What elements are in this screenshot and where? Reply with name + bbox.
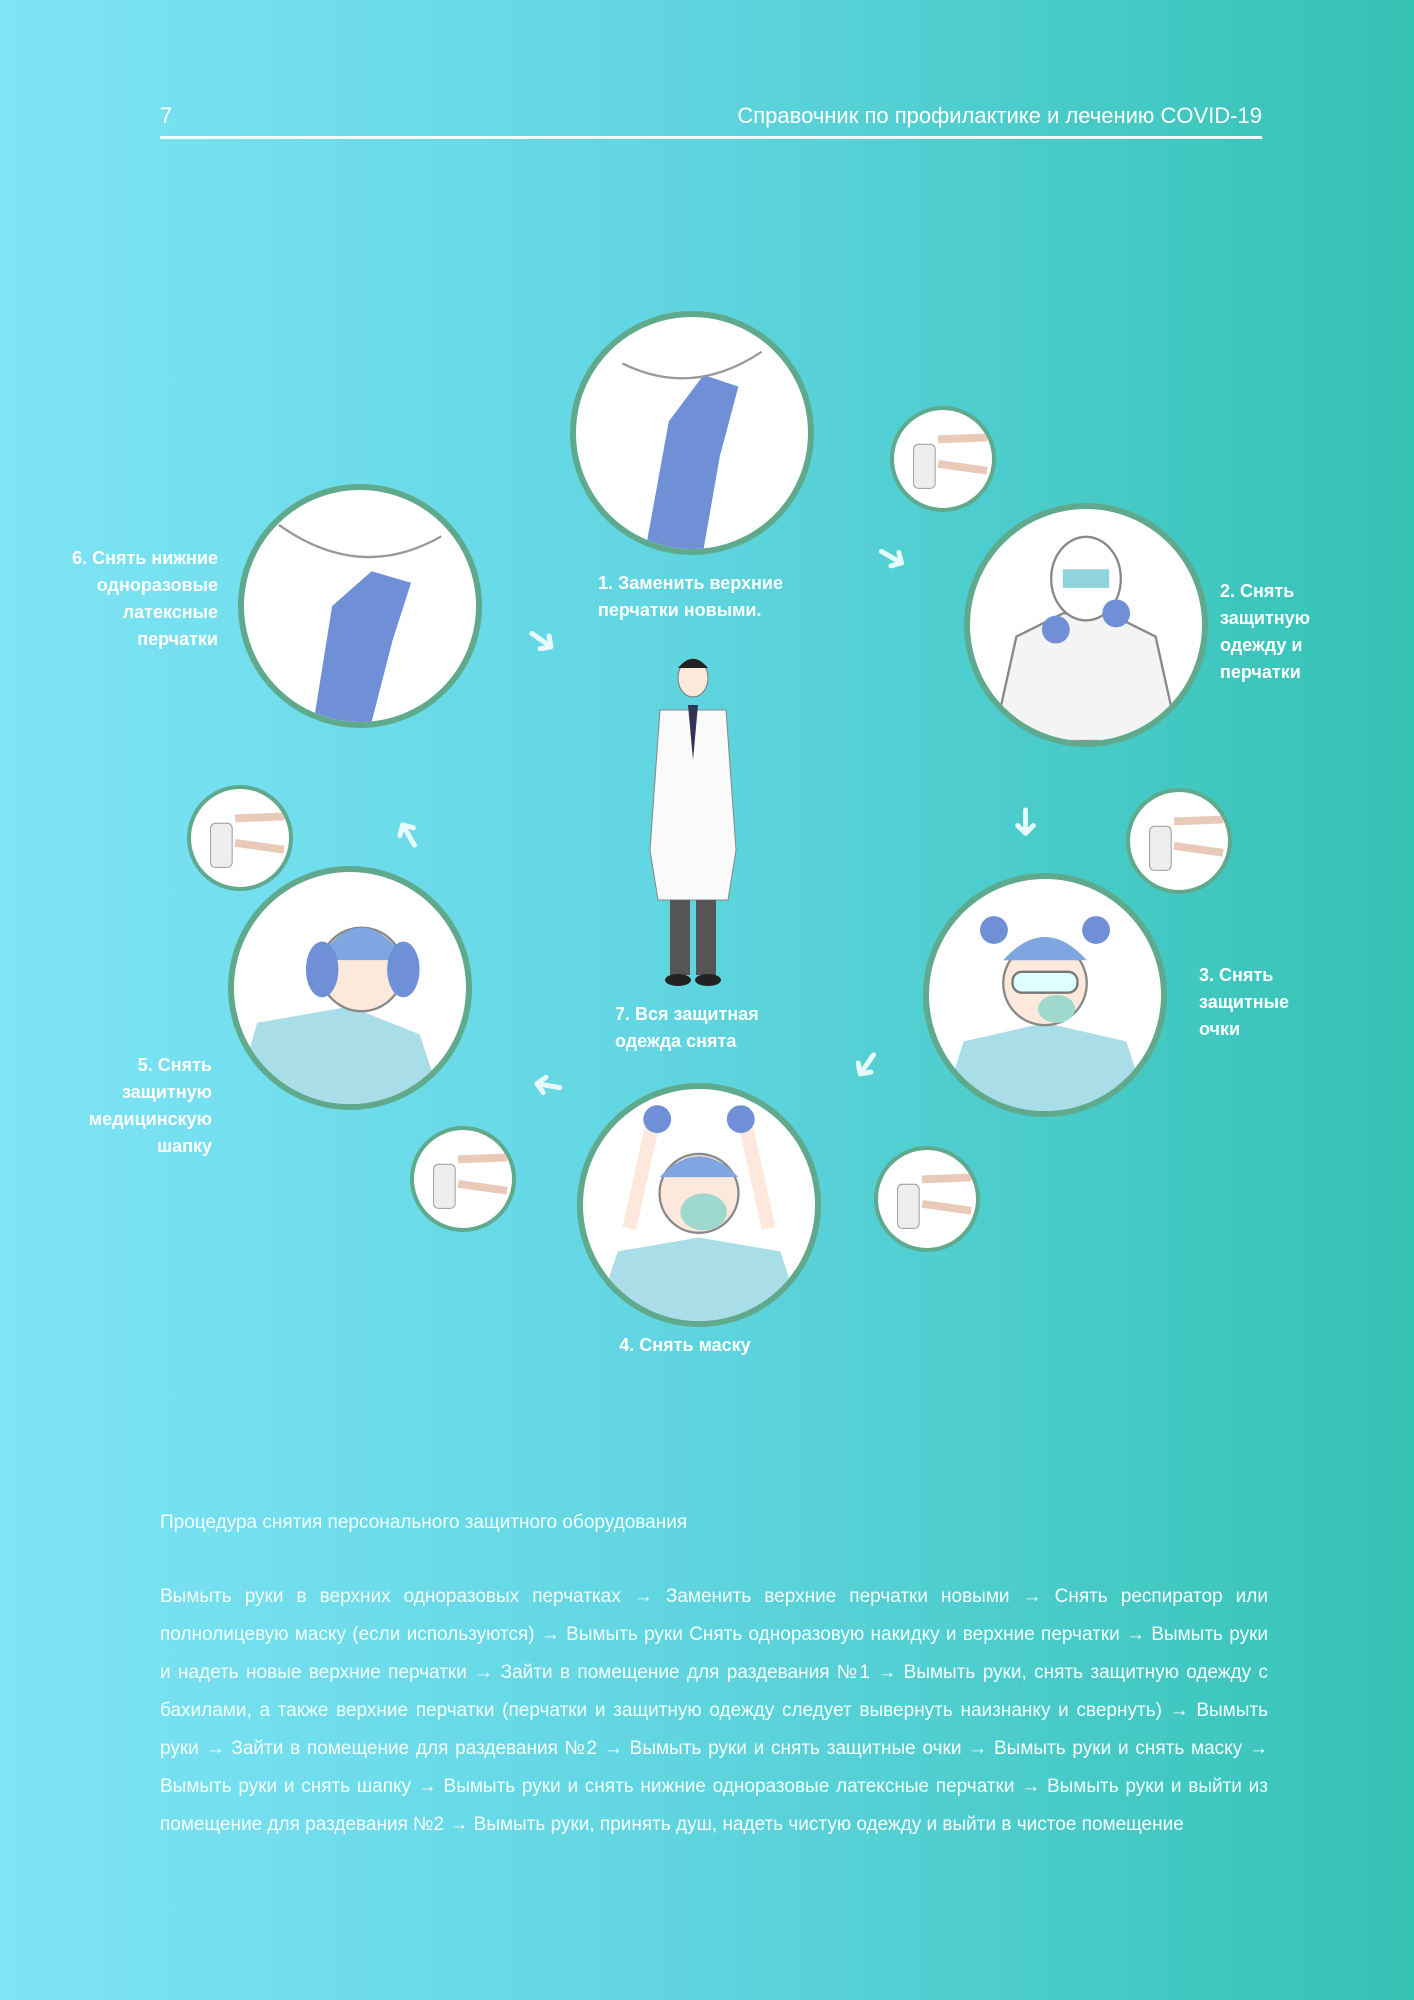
- step6-illustration: [238, 484, 482, 728]
- step4-illustration: [577, 1083, 821, 1327]
- step4-label: 4. Снять маску: [619, 1335, 751, 1355]
- step2-illustration: [964, 503, 1208, 747]
- step3-label: 3. Снять защитные очки: [1199, 965, 1290, 1039]
- step5-illustration: [228, 866, 472, 1110]
- hand-sanitizer-illustration: [890, 406, 996, 512]
- arrow-icon: ➜: [866, 529, 918, 585]
- arrow-icon: ➜: [527, 1061, 569, 1111]
- page-number: 7: [160, 103, 173, 128]
- running-title: Справочник по профилактике и лечению COV…: [737, 103, 1262, 128]
- step7-label: 7. Вся защитная одежда снята: [615, 1004, 759, 1051]
- section-heading: Процедура снятия персонального защитного…: [160, 1512, 688, 1533]
- hand-sanitizer-illustration: [410, 1126, 516, 1232]
- step1-label: 1. Заменить верхние перчатки новыми.: [598, 573, 784, 620]
- header-divider: [160, 136, 1262, 139]
- arrow-icon: ➜: [1004, 805, 1048, 839]
- step5-label: 5. Снять защитную медицинскую шапку: [88, 1055, 212, 1156]
- arrow-icon: ➜: [515, 612, 569, 668]
- doctor-illustration: [640, 650, 746, 995]
- hand-sanitizer-illustration: [874, 1146, 980, 1252]
- step3-illustration: [923, 873, 1167, 1117]
- hand-sanitizer-illustration: [1126, 788, 1232, 894]
- arrow-icon: ➜: [839, 1038, 895, 1092]
- step2-label: 2. Снять защитную одежду и перчатки: [1220, 581, 1311, 682]
- procedure-paragraph: Вымыть руки в верхних одноразовых перчат…: [160, 1586, 1268, 1835]
- hand-sanitizer-illustration: [187, 785, 293, 891]
- step1-illustration: [570, 311, 814, 555]
- arrow-icon: ➜: [380, 809, 436, 861]
- step6-label: 6. Снять нижние одноразовые латексные пе…: [72, 548, 218, 649]
